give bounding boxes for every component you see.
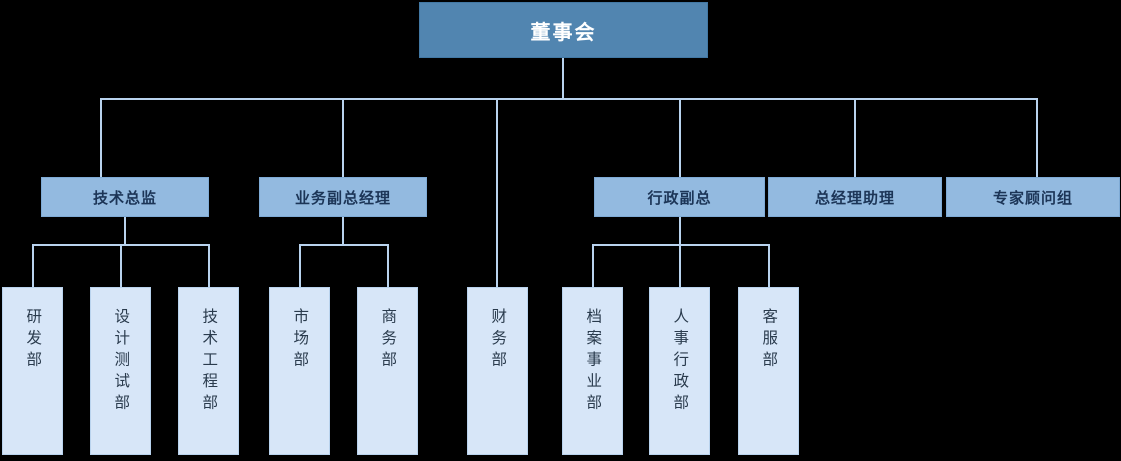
org-node-design-test-dept[interactable]: 设计测试部 — [90, 287, 151, 455]
org-node-gm-assistant[interactable]: 总经理助理 — [768, 177, 942, 217]
connector-admin-vp-stem — [679, 217, 681, 245]
org-node-customer-service-dept[interactable]: 客服部 — [738, 287, 799, 455]
connector-drop-tech-eng-dept — [208, 244, 210, 287]
org-node-label: 技术总监 — [92, 189, 157, 207]
org-node-admin-vp[interactable]: 行政副总 — [594, 177, 765, 217]
org-node-board[interactable]: 董事会 — [419, 2, 708, 58]
org-node-label: 总经理助理 — [814, 189, 895, 207]
connector-drop-gm-assistant — [854, 98, 856, 177]
connector-drop-archives-dept — [592, 244, 594, 287]
connector-level2-bus — [100, 98, 1038, 100]
org-node-archives-dept[interactable]: 档案事业部 — [562, 287, 623, 455]
org-node-finance-dept[interactable]: 财务部 — [467, 287, 528, 455]
connector-admin-vp-bus — [592, 244, 770, 246]
org-node-label: 业务副总经理 — [294, 189, 391, 207]
org-node-label: 人事行政部 — [671, 308, 689, 416]
connector-drop-commerce-dept — [387, 244, 389, 287]
org-node-commerce-dept[interactable]: 商务部 — [357, 287, 418, 455]
connector-drop-design-test-dept — [120, 244, 122, 287]
org-node-tech-eng-dept[interactable]: 技术工程部 — [178, 287, 239, 455]
connector-root-stem — [562, 58, 564, 99]
org-node-business-vp[interactable]: 业务副总经理 — [259, 177, 427, 217]
org-node-marketing-dept[interactable]: 市场部 — [269, 287, 330, 455]
org-node-label: 档案事业部 — [584, 308, 602, 416]
org-node-label: 市场部 — [291, 308, 309, 373]
org-node-expert-group[interactable]: 专家顾问组 — [946, 177, 1120, 217]
org-node-label: 商务部 — [379, 308, 397, 373]
org-node-label: 设计测试部 — [112, 308, 130, 416]
org-node-label: 行政副总 — [647, 189, 712, 207]
org-node-label: 客服部 — [760, 308, 778, 373]
connector-business-vp-bus — [299, 244, 389, 246]
connector-tech-director-stem — [124, 217, 126, 245]
connector-drop-finance-dept — [496, 98, 498, 287]
org-node-rd-dept[interactable]: 研发部 — [2, 287, 63, 455]
connector-drop-admin-vp — [679, 98, 681, 177]
connector-drop-tech-director — [100, 98, 102, 177]
connector-drop-business-vp — [342, 98, 344, 177]
connector-drop-customer-service-dept — [768, 244, 770, 287]
connector-drop-marketing-dept — [299, 244, 301, 287]
connector-business-vp-stem — [342, 217, 344, 245]
connector-drop-expert-group — [1036, 98, 1038, 177]
org-node-tech-director[interactable]: 技术总监 — [41, 177, 209, 217]
org-node-label: 董事会 — [530, 21, 597, 44]
org-node-hr-admin-dept[interactable]: 人事行政部 — [649, 287, 710, 455]
org-node-label: 专家顾问组 — [992, 189, 1073, 207]
org-node-label: 研发部 — [24, 308, 42, 373]
org-node-label: 技术工程部 — [200, 308, 218, 416]
connector-drop-rd-dept — [32, 244, 34, 287]
org-node-label: 财务部 — [489, 308, 507, 373]
connector-drop-hr-admin-dept — [679, 244, 681, 287]
